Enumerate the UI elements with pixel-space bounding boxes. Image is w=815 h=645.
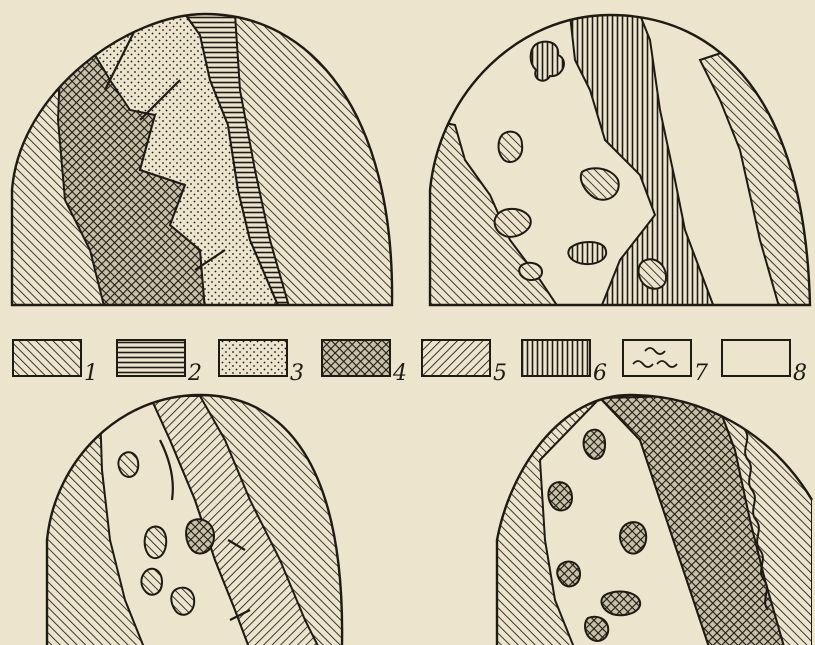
section-d-unit-4-pocket: [584, 430, 606, 459]
section-c-unit-1-pocket: [141, 569, 162, 595]
legend-item-7: 7: [623, 340, 708, 386]
section-d-unit-4-pocket: [585, 617, 608, 641]
section-d-unit-4-pocket: [548, 482, 572, 510]
section-c: [40, 380, 350, 645]
legend-number: 1: [84, 361, 98, 386]
legend-number: 4: [392, 361, 407, 386]
section-b-unit-1-pocket: [495, 209, 531, 237]
legend-item-2: 2: [117, 340, 202, 386]
section-d-unit-4-pocket: [620, 522, 646, 553]
legend-number: 7: [694, 361, 708, 386]
blank-swatch-icon: [722, 340, 790, 376]
section-a: [0, 0, 420, 320]
legend-number: 3: [290, 361, 304, 386]
section-b-unit-1-pocket: [499, 132, 523, 162]
section-b-unit-1-pocket: [639, 259, 667, 289]
section-c-unit-1-pocket: [118, 452, 138, 477]
wavy-swatch-icon: [623, 340, 691, 376]
legend-item-1: 1: [13, 340, 98, 386]
legend: 1 2 3 4 5 6 7 8: [13, 340, 807, 386]
hatch-swatch-icon: [13, 340, 81, 376]
section-b: [420, 0, 815, 320]
section-d-unit-4-pocket: [557, 562, 580, 587]
section-b-unit-1-pocket: [519, 263, 542, 280]
section-c-unit-1-pocket: [145, 526, 167, 558]
legend-item-6: 6: [522, 340, 607, 386]
section-c-unit-4-pocket: [186, 519, 214, 553]
hatch-swatch-icon: [522, 340, 590, 376]
legend-number: 6: [593, 361, 607, 386]
legend-item-4: 4: [322, 340, 407, 386]
hatch-swatch-icon: [322, 340, 390, 376]
hatch-swatch-icon: [117, 340, 185, 376]
section-d: [490, 380, 815, 645]
section-d-unit-4-pocket: [601, 591, 640, 615]
section-b-unit-6-pocket: [568, 242, 606, 264]
legend-number: 2: [187, 361, 202, 386]
section-c-unit-1-pocket: [171, 588, 194, 615]
legend-item-5: 5: [422, 340, 507, 386]
legend-item-8: 8: [722, 340, 807, 386]
legend-item-3: 3: [219, 340, 304, 386]
hatch-swatch-icon: [422, 340, 490, 376]
legend-number: 8: [793, 361, 807, 386]
legend-number: 5: [493, 361, 507, 386]
hatch-swatch-icon: [219, 340, 287, 376]
